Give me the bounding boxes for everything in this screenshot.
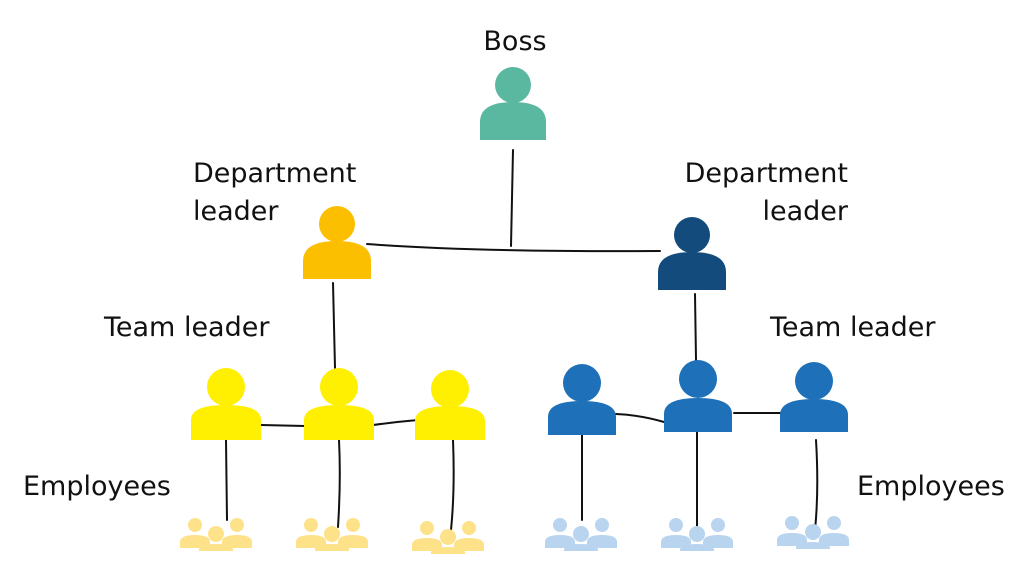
employee-connector-3: [450, 439, 455, 531]
people-group-icon: [777, 516, 849, 549]
department-crossbar: [366, 243, 661, 253]
department-left-connector: [332, 282, 336, 369]
team-right-connector-a: [615, 413, 665, 423]
people-group-icon: [296, 518, 368, 551]
employee-connector-6: [814, 439, 819, 531]
department-right-connector: [694, 293, 697, 361]
team-left-connector-a: [260, 424, 306, 427]
employee-connector-1: [225, 439, 228, 521]
person-icon: [415, 370, 485, 440]
people-group-icon: [412, 521, 484, 554]
person-icon: [303, 206, 371, 279]
department-leader-left-line1: Department: [193, 158, 356, 189]
connector-lines: [225, 149, 819, 531]
department-leader-left-line2: leader: [193, 196, 279, 227]
boss-connector: [510, 149, 514, 247]
employee-connector-2: [337, 439, 341, 528]
person-icon: [480, 67, 546, 140]
person-icon: [548, 364, 616, 435]
person-icon: [191, 368, 261, 440]
employees-left-label: Employees: [23, 471, 171, 502]
boss-label: Boss: [483, 26, 546, 57]
department-leader-right-line1: Department: [685, 158, 848, 189]
people-group-icon: [545, 518, 617, 551]
employees-right-label: Employees: [857, 471, 1005, 502]
person-icon: [658, 217, 726, 290]
person-icon: [664, 360, 732, 432]
team-leader-right-label: Team leader: [769, 312, 936, 343]
team-left-connector-b: [372, 419, 419, 426]
person-icon: [304, 368, 374, 440]
team-leader-left-label: Team leader: [103, 312, 270, 343]
people-group-icon: [180, 518, 252, 551]
people-group-icon: [661, 518, 733, 551]
person-icon: [780, 362, 848, 432]
department-leader-right-line2: leader: [762, 196, 848, 227]
